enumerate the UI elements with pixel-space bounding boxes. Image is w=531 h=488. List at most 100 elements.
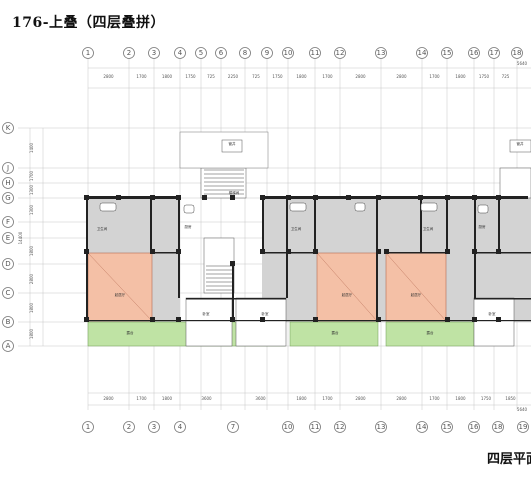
dimension-label: 1750 — [185, 74, 196, 79]
room-label: 楼梯间 — [229, 190, 240, 195]
wall — [262, 198, 264, 253]
wall — [474, 298, 531, 300]
axis-bubble — [2, 316, 14, 328]
dimension-label: 1300 — [29, 184, 34, 195]
axis-label: F — [6, 218, 10, 226]
dimension-label: 1400 — [29, 142, 34, 153]
wall — [86, 196, 88, 322]
wall — [474, 252, 531, 254]
rooms — [87, 131, 531, 347]
dimension-label: 1800 — [296, 74, 307, 79]
floor-plan-title: 四层平面 — [487, 452, 531, 467]
dimension-label: 1700 — [429, 74, 440, 79]
room-label: 露台 — [427, 330, 435, 335]
axis-label: 18 — [513, 49, 522, 57]
axis-label: 2 — [127, 423, 131, 431]
wall — [262, 196, 380, 199]
axis-label: 14 — [418, 49, 427, 57]
wall — [230, 195, 235, 200]
bath-fixture — [183, 204, 195, 214]
wall — [202, 195, 207, 200]
wall — [376, 195, 381, 200]
shaft — [509, 139, 531, 153]
wall — [346, 195, 351, 200]
dimension-label: 1700 — [136, 74, 147, 79]
terrace — [289, 321, 379, 347]
axis-bubble — [334, 47, 346, 59]
axis-label: 3 — [152, 49, 156, 57]
terrace — [385, 321, 475, 347]
wall — [314, 198, 316, 253]
stair-area — [200, 167, 247, 199]
dimension-label: 1800 — [296, 396, 307, 401]
wall — [446, 198, 448, 253]
wall — [376, 249, 381, 254]
wall — [260, 195, 265, 200]
axis-label: 11 — [311, 423, 320, 431]
axis-label: K — [6, 124, 11, 132]
axis-bubble — [195, 47, 207, 59]
axis-bubble — [174, 47, 186, 59]
axis-bubble — [309, 47, 321, 59]
axis-bubble — [282, 47, 294, 59]
dimension-label: 2800 — [103, 74, 114, 79]
dimension-label: 1750 — [481, 396, 492, 401]
room-label: 卫生间 — [423, 226, 434, 231]
dimension-label: 1800 — [162, 74, 173, 79]
wall — [378, 196, 528, 199]
axis-label: 14 — [418, 423, 427, 431]
axis-label: 7 — [231, 423, 235, 431]
wall — [262, 252, 317, 254]
dimension-label: 1750 — [479, 74, 490, 79]
axis-bubble — [239, 47, 251, 59]
axis-label: 12 — [336, 49, 345, 57]
room-labels: 起居厅起居厅起居厅露台露台露台楼梯间卫生间卫生间卫生间卧室卧室卧室管井管井厨房厨… — [97, 141, 524, 335]
axis-bubble — [517, 421, 529, 433]
dimension-label: 2800 — [103, 396, 114, 401]
room-label: 卫生间 — [97, 226, 108, 231]
axis-bubble — [2, 258, 14, 270]
axis-label: 17 — [490, 49, 499, 57]
room-label: 卫生间 — [291, 226, 302, 231]
wall — [86, 196, 181, 199]
overall-dimension: 14400 — [18, 231, 23, 244]
axis-label: 8 — [243, 49, 247, 57]
wall — [286, 198, 288, 298]
stair-area — [499, 167, 531, 199]
axis-bubble — [2, 162, 14, 174]
axis-bubble — [2, 287, 14, 299]
dimension-label: 3600 — [201, 396, 212, 401]
wall — [86, 320, 531, 322]
wall — [178, 198, 180, 298]
axis-bubble — [2, 122, 14, 134]
axis-bubble — [2, 340, 14, 352]
axis-bubble — [468, 421, 480, 433]
wall — [232, 262, 234, 320]
dimension-label: 1800 — [29, 302, 34, 313]
axis-label: D — [5, 260, 10, 268]
shaft — [221, 139, 243, 153]
wall — [313, 195, 318, 200]
living-room-diagonal — [87, 252, 153, 322]
dimension-label: 1850 — [505, 396, 516, 401]
room-label: 露台 — [332, 330, 340, 335]
wall — [496, 317, 501, 322]
room-label: 起居厅 — [411, 292, 422, 297]
axis-label: 12 — [336, 423, 345, 431]
wall — [376, 317, 381, 322]
axis-label: H — [5, 179, 10, 187]
axis-label: B — [6, 318, 11, 326]
axis-label: E — [6, 234, 10, 242]
wall — [313, 317, 318, 322]
axis-label: 2 — [127, 49, 131, 57]
dimension-label: 2800 — [355, 396, 366, 401]
dimension-label: 1700 — [429, 396, 440, 401]
living-room-diagonal — [385, 252, 447, 322]
dimension-label: 2800 — [355, 74, 366, 79]
dimension-label: 2800 — [396, 74, 407, 79]
wall — [116, 195, 121, 200]
dimension-label: 725 — [252, 74, 260, 79]
axis-bubble — [416, 47, 428, 59]
